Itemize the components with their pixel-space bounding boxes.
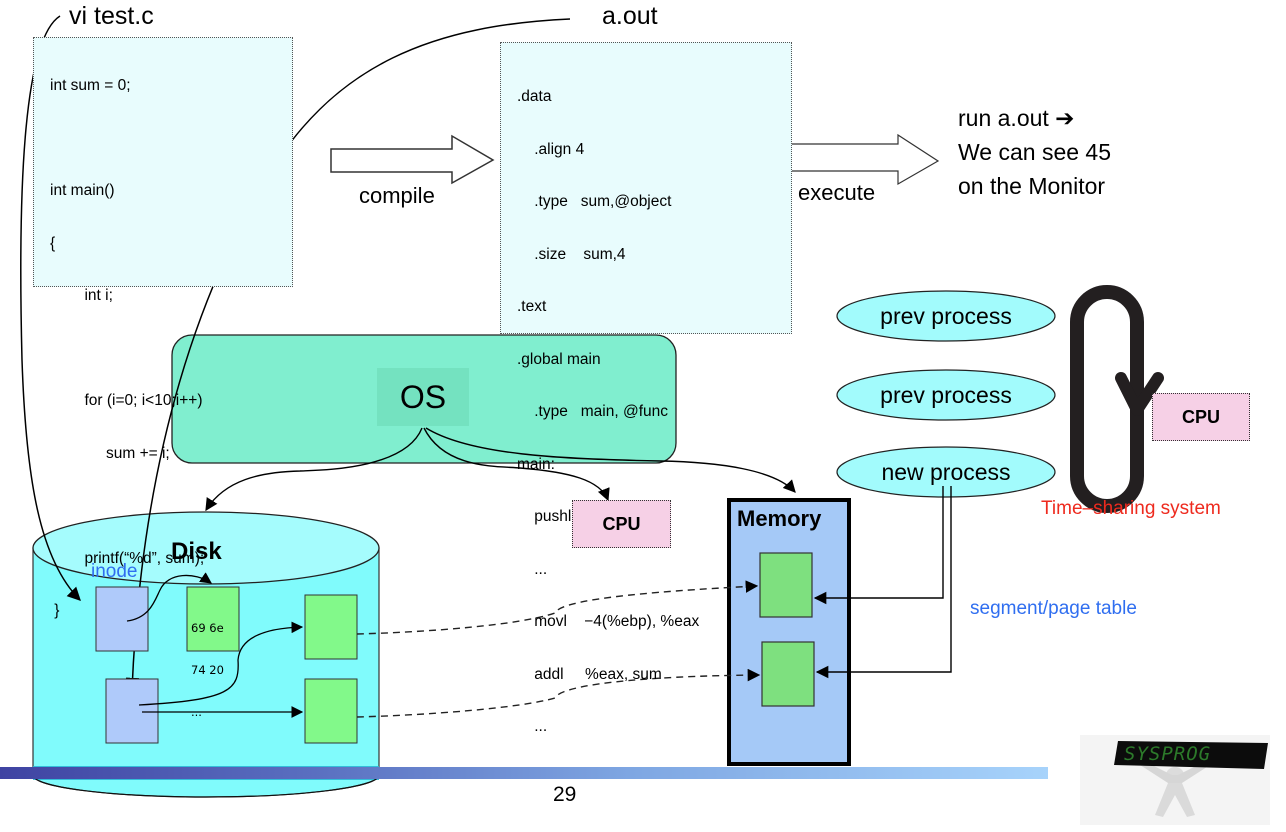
os-label: OS bbox=[377, 368, 469, 426]
code-line: } bbox=[50, 602, 60, 619]
time-sharing-cpu-box: CPU bbox=[1152, 393, 1250, 441]
source-file-label: vi test.c bbox=[69, 2, 154, 30]
code-line: int i; bbox=[50, 287, 113, 304]
memory-label: Memory bbox=[737, 506, 822, 531]
result-line: We can see 45 bbox=[958, 139, 1112, 165]
inode-block-2 bbox=[105, 678, 159, 744]
os-to-disk-arrow bbox=[205, 427, 423, 512]
footer-bar bbox=[0, 767, 1048, 779]
binary-label: a.out bbox=[602, 2, 658, 30]
assembly-code-box: .data .align 4 .type sum,@object .size s… bbox=[500, 42, 792, 735]
page-table-label: segment/page table bbox=[970, 598, 1137, 619]
execute-arrow bbox=[776, 133, 940, 186]
inode-block-1 bbox=[95, 586, 149, 652]
run-result-text: run a.out ➔ We can see 45 on the Monitor bbox=[958, 101, 1111, 203]
time-sharing-caption: Time–sharing system bbox=[1041, 498, 1221, 519]
result-line: run a.out ➔ bbox=[958, 105, 1075, 131]
source-code-box: int sum = 0; int main() { int i; for (i=… bbox=[33, 37, 293, 619]
asm-line: ... bbox=[517, 560, 548, 578]
asm-line: movl −4(%ebp), %eax bbox=[517, 613, 700, 630]
memory-block-1 bbox=[759, 552, 813, 618]
inode2-to-block1-arrow bbox=[138, 621, 304, 706]
process-ellipse-3 bbox=[836, 446, 1056, 498]
inode-label: inode bbox=[91, 561, 138, 582]
code-line bbox=[50, 130, 292, 148]
execute-label: execute bbox=[798, 180, 876, 205]
code-line: for (i=0; i<10;i++) bbox=[50, 392, 203, 409]
sysprog-logo: SYSPROG bbox=[1080, 735, 1270, 825]
process-label: new process bbox=[881, 458, 1011, 485]
disk-data-block-2 bbox=[304, 678, 358, 744]
code-line: { bbox=[50, 234, 56, 252]
asm-line: .size sum,4 bbox=[517, 245, 626, 263]
data-block-hex bbox=[186, 586, 240, 652]
asm-line: ... bbox=[517, 718, 548, 735]
memory-block-2 bbox=[761, 641, 815, 707]
compile-arrow bbox=[330, 134, 495, 185]
hex-line: 74 20 bbox=[191, 663, 224, 677]
asm-line: main: bbox=[517, 455, 555, 473]
code-line: int sum = 0; bbox=[50, 77, 131, 94]
asm-line: .type sum,@object bbox=[517, 193, 672, 210]
asm-line: .type main, @func bbox=[517, 403, 668, 420]
inode-to-data-arrow bbox=[126, 572, 212, 622]
disk-data-block-1 bbox=[304, 594, 358, 660]
logo-text: SYSPROG bbox=[1124, 743, 1212, 765]
asm-line: .global main bbox=[517, 350, 601, 368]
result-line: on the Monitor bbox=[958, 173, 1106, 199]
asm-line: .text bbox=[517, 298, 547, 315]
page-number: 29 bbox=[553, 783, 577, 806]
process-label: prev process bbox=[880, 381, 1012, 408]
disk-label: Disk bbox=[171, 538, 222, 565]
process-label: prev process bbox=[880, 302, 1012, 329]
hex-line: ... bbox=[191, 705, 202, 719]
compile-label: compile bbox=[359, 183, 435, 208]
os-to-memory-arrow bbox=[425, 427, 796, 493]
hex-data-text: 69 6e 74 20 ... bbox=[187, 591, 239, 719]
process-ellipse-2 bbox=[836, 369, 1056, 421]
code-line: int main() bbox=[50, 182, 115, 199]
os-to-cpu-arrow bbox=[423, 427, 610, 502]
code-line: sum += i; bbox=[50, 444, 170, 462]
cpu-box: CPU bbox=[572, 500, 671, 548]
process-ellipse-1 bbox=[836, 290, 1056, 342]
asm-line: .align 4 bbox=[517, 140, 585, 158]
page-table-arrow-1 bbox=[813, 486, 944, 605]
hex-line: 69 6e bbox=[191, 621, 224, 635]
asm-line: addl %eax, sum bbox=[517, 665, 662, 683]
cycle-loop-icon bbox=[1070, 285, 1164, 513]
asm-line: .data bbox=[517, 88, 552, 105]
code-line bbox=[50, 340, 292, 358]
code-line bbox=[50, 497, 292, 515]
memory-box bbox=[727, 498, 851, 766]
code-line: printf(“%d”, sum); bbox=[50, 549, 205, 567]
page-table-arrow-2 bbox=[815, 486, 952, 679]
